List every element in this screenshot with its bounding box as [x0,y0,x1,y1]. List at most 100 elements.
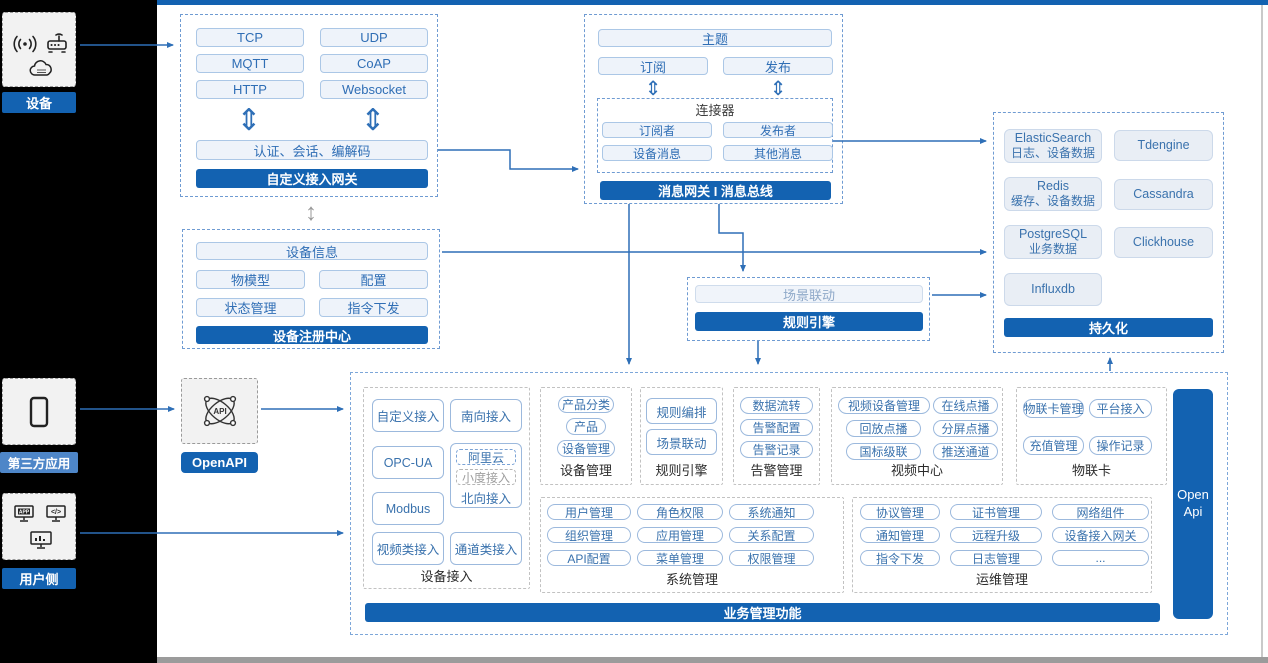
chip-org-mgmt: 组织管理 [547,527,631,543]
updown-double-arrow-icon: ⇕ [644,77,662,100]
db-postgresql: PostgreSQL 业务数据 [1004,225,1102,259]
chip-notice-mgmt: 通知管理 [860,527,940,543]
chip-iot-card-mgmt: 物联卡管理 [1023,399,1084,418]
chip-protocol-mgmt: 协议管理 [860,504,940,520]
section-label-rule: 规则引擎 [655,462,708,478]
protocol-tcp: TCP [196,28,304,47]
scene-linkage-chip: 场景联动 [695,285,923,303]
top-accent-bar [157,0,1268,5]
chip-aliyun: 阿里云 [456,449,516,465]
device-registry-title: 设备注册中心 [196,326,428,344]
third-party-icon-box [2,378,76,445]
chip-platform-access: 平台接入 [1089,399,1152,418]
code-icon: </> [45,504,67,522]
db-desc: 日志、设备数据 [1010,146,1095,161]
db-name: Tdengine [1137,137,1190,152]
protocol-http: HTTP [196,80,304,99]
persistence-title: 持久化 [1004,318,1213,337]
section-label-device-mgmt: 设备管理 [559,462,612,478]
user-side-icon-box: APP </> [2,493,76,560]
custom-gateway-box [180,14,438,197]
chip-xiaodu: 小度接入 [456,469,516,485]
rule-engine-title: 规则引擎 [695,312,923,331]
section-label-ops: 运维管理 [975,571,1028,587]
section-label-system: 系统管理 [665,571,718,587]
device-label-text: 设备 [25,96,52,111]
updown-double-arrow-icon: ⇕ [236,103,262,137]
updown-arrow-icon: ↕ [305,199,317,226]
chip-video-access: 视频类接入 [372,532,444,565]
other-message-chip: 其他消息 [723,145,833,161]
business-title-bar: 业务管理功能 [365,603,1160,622]
custom-gateway-title: 自定义接入网关 [196,169,428,188]
open-api-vertical-bar: Open Api [1173,389,1213,619]
section-label-device-access: 设备接入 [420,568,473,584]
smartphone-icon [29,396,49,428]
northbound-label: 北向接入 [460,491,511,506]
chip-data-flow: 数据流转 [740,397,813,414]
protocol-mqtt: MQTT [196,54,304,73]
chip-log-mgmt: 日志管理 [950,550,1042,566]
device-message-chip: 设备消息 [602,145,712,161]
db-name: Cassandra [1133,186,1194,201]
chart-icon [29,530,53,550]
chip-cert-mgmt: 证书管理 [950,504,1042,520]
chip-opc-ua: OPC-UA [372,446,444,479]
chip-menu-mgmt: 菜单管理 [637,550,723,566]
chip-permission-mgmt: 权限管理 [729,550,814,566]
chip-remote-upgrade: 远程升级 [950,527,1042,543]
message-bus-title: 消息网关 I 消息总线 [600,181,831,200]
section-label-alarm: 告警管理 [750,462,803,478]
db-desc: 业务数据 [1028,242,1077,257]
chip-relation-config: 关系配置 [729,527,814,543]
db-name: Influxdb [1031,281,1075,296]
chip-product: 产品 [566,418,606,435]
db-name: PostgreSQL [1018,226,1088,241]
chip-command-dispatch: 指令下发 [860,550,940,566]
user-side-label-text: 用户侧 [19,572,59,587]
chip-network-component: 网络组件 [1052,504,1149,520]
db-elasticsearch: ElasticSearch 日志、设备数据 [1004,129,1102,163]
chip-app-mgmt: 应用管理 [637,527,723,543]
device-label: 设备 [2,92,76,113]
connector-title: 连接器 [695,102,735,118]
open-api-line2: Api [1183,504,1203,519]
chip-online-play: 在线点播 [933,397,998,414]
northbound-group: 阿里云 小度接入 北向接入 [450,443,522,508]
chip-southbound: 南向接入 [450,399,522,432]
third-party-label: 第三方应用 [0,452,78,473]
chip-modbus: Modbus [372,492,444,525]
db-cassandra: Cassandra [1114,179,1213,210]
open-api-line1: Open [1177,487,1209,503]
openapi-label: OpenAPI [181,452,258,473]
chip-scene-linkage: 场景联动 [646,429,717,455]
chip-product-category: 产品分类 [558,396,614,413]
bottom-frame-line [157,657,1268,663]
cloud-icon [28,59,56,79]
message-bus-box [584,14,843,204]
topic-chip: 主题 [598,29,832,47]
router-icon [45,33,69,53]
chip-split-screen: 分屏点播 [933,420,998,437]
registry-thing-model-chip: 物模型 [196,270,305,289]
chip-user-mgmt: 用户管理 [547,504,631,520]
protocol-websocket: Websocket [320,80,428,99]
chip-custom-access: 自定义接入 [372,399,444,432]
protocol-udp: UDP [320,28,428,47]
right-frame-line [1261,5,1263,657]
registry-config-chip: 配置 [319,270,428,289]
subscribe-chip: 订阅 [598,57,708,75]
chip-gb-cascade: 国标级联 [846,443,921,460]
rule-engine-box [687,277,930,341]
chip-operation-record: 操作记录 [1089,436,1152,455]
chip-alarm-config: 告警配置 [740,419,813,436]
chip-recharge-mgmt: 充值管理 [1023,436,1084,455]
registry-command-chip: 指令下发 [319,298,428,317]
chip-alarm-record: 告警记录 [740,441,813,458]
updown-double-arrow-icon: ⇕ [360,103,386,137]
db-desc: 缓存、设备数据 [1010,194,1095,209]
third-party-label-text: 第三方应用 [7,457,71,471]
chip-device-access-gateway: 设备接入网关 [1052,527,1149,543]
svg-text:API: API [213,407,226,416]
chip-device-mgmt: 设备管理 [557,440,615,457]
